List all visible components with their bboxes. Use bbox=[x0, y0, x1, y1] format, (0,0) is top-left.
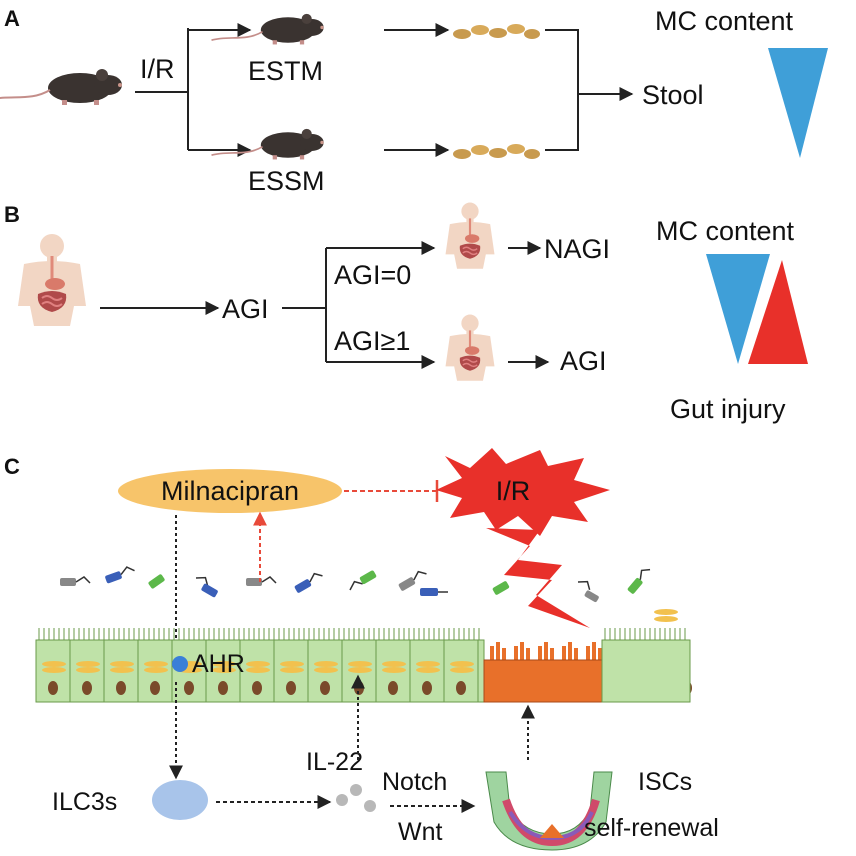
mouse-icon bbox=[210, 128, 325, 161]
microbe-icon bbox=[398, 570, 427, 591]
mucus-granule bbox=[110, 661, 134, 667]
intestinal-epithelium bbox=[35, 628, 692, 703]
panel-a-label: A bbox=[4, 6, 20, 31]
ir-label: I/R bbox=[140, 54, 175, 84]
human-body-icon bbox=[444, 313, 496, 382]
stool-pellets-icon bbox=[453, 24, 540, 39]
wnt-label: Wnt bbox=[398, 818, 443, 846]
cell-nucleus bbox=[456, 681, 466, 695]
cell-nucleus bbox=[116, 681, 126, 695]
agi-grade-label: AGI bbox=[222, 294, 269, 324]
mucus-granule bbox=[42, 667, 66, 673]
microbe-icon bbox=[195, 576, 218, 598]
microbe-icon bbox=[59, 576, 91, 587]
mucus-granule bbox=[144, 661, 168, 667]
damaged-villi bbox=[490, 642, 506, 660]
agi-outcome-label: AGI bbox=[560, 346, 607, 376]
mucus-granule bbox=[314, 661, 338, 667]
ilc3s-label: ILC3s bbox=[52, 788, 117, 816]
gut-injury-triangle bbox=[748, 260, 808, 364]
mc-content-triangle bbox=[768, 48, 828, 158]
stool-label: Stool bbox=[642, 80, 704, 110]
mouse-icon bbox=[0, 68, 123, 106]
microbe-icon bbox=[105, 566, 135, 584]
mucus-granule bbox=[280, 667, 304, 673]
mucus-granule bbox=[416, 661, 440, 667]
panel-c-label: C bbox=[4, 454, 20, 479]
cell-nucleus bbox=[184, 681, 194, 695]
mucus-granule bbox=[280, 661, 304, 667]
mc-content-title-b: MC content bbox=[656, 216, 795, 246]
mucus-granule bbox=[42, 661, 66, 667]
cell-nucleus bbox=[82, 681, 92, 695]
mucus-granule bbox=[212, 667, 236, 673]
mc-content-triangle bbox=[706, 254, 770, 364]
mucus-granule bbox=[246, 667, 270, 673]
crypt-icon bbox=[485, 771, 613, 851]
self-renewal-label: self-renewal bbox=[584, 814, 719, 842]
microbe-icon bbox=[349, 570, 377, 591]
cell-nucleus bbox=[252, 681, 262, 695]
mc-content-title-a: MC content bbox=[655, 6, 794, 36]
microbe-icon bbox=[577, 580, 599, 603]
nagi-label: NAGI bbox=[544, 234, 610, 264]
estm-label: ESTM bbox=[248, 56, 323, 86]
human-body-icon bbox=[444, 201, 496, 270]
cell-nucleus bbox=[422, 681, 432, 695]
branch-agi1-label: AGI≥1 bbox=[334, 326, 410, 356]
injury-burst-icon bbox=[436, 448, 610, 536]
mucus-granule bbox=[348, 667, 372, 673]
mucus-granule bbox=[382, 661, 406, 667]
microbe-icon bbox=[148, 574, 165, 589]
ilc3s-cell bbox=[152, 780, 208, 820]
mucus-granule bbox=[314, 667, 338, 673]
lightning-icon bbox=[486, 528, 590, 628]
cell-nucleus bbox=[388, 681, 398, 695]
cell-nucleus bbox=[48, 681, 58, 695]
milnacipran-ellipse bbox=[118, 469, 342, 513]
damaged-villi bbox=[514, 642, 530, 660]
il22-particles bbox=[336, 784, 376, 812]
mucus-granule bbox=[382, 667, 406, 673]
human-body-icon bbox=[16, 232, 88, 328]
mucus-granule bbox=[246, 661, 270, 667]
mucus-granule bbox=[348, 661, 372, 667]
cell-nucleus bbox=[218, 681, 228, 695]
damaged-villi bbox=[562, 642, 578, 660]
panel-b-label: B bbox=[4, 202, 20, 227]
ahr-label: AHR bbox=[192, 650, 245, 678]
damaged-villi bbox=[538, 642, 554, 660]
microbe-icon bbox=[294, 572, 323, 593]
cell-nucleus bbox=[150, 681, 160, 695]
gut-injury-label: Gut injury bbox=[670, 394, 786, 424]
injured-epithelium bbox=[483, 659, 603, 703]
notch-label: Notch bbox=[382, 768, 447, 796]
mucus-granule bbox=[110, 667, 134, 673]
microbe-icon bbox=[492, 581, 510, 595]
microbe-icon bbox=[627, 568, 651, 594]
cell-nucleus bbox=[286, 681, 296, 695]
mucus-granule bbox=[416, 667, 440, 673]
iscs-label: ISCs bbox=[638, 768, 692, 796]
essm-label: ESSM bbox=[248, 166, 325, 196]
mucus-granule bbox=[450, 661, 474, 667]
mucus-granule bbox=[144, 667, 168, 673]
mucus-granule bbox=[76, 661, 100, 667]
mucus-droplet-icon bbox=[654, 609, 678, 622]
damaged-villi bbox=[586, 642, 602, 660]
il22-label: IL-22 bbox=[306, 748, 363, 776]
mucus-granule bbox=[76, 667, 100, 673]
mucus-granule bbox=[212, 661, 236, 667]
milnacipran-label: Milnacipran bbox=[161, 476, 299, 506]
branch-agi0-label: AGI=0 bbox=[334, 260, 411, 290]
mucus-granule bbox=[450, 667, 474, 673]
merge-line bbox=[545, 29, 579, 151]
ahr-dot bbox=[172, 656, 188, 672]
cell-nucleus bbox=[320, 681, 330, 695]
microbe-icon bbox=[420, 588, 448, 596]
stool-pellets-icon bbox=[453, 144, 540, 159]
ir-injury-label: I/R bbox=[496, 476, 531, 506]
